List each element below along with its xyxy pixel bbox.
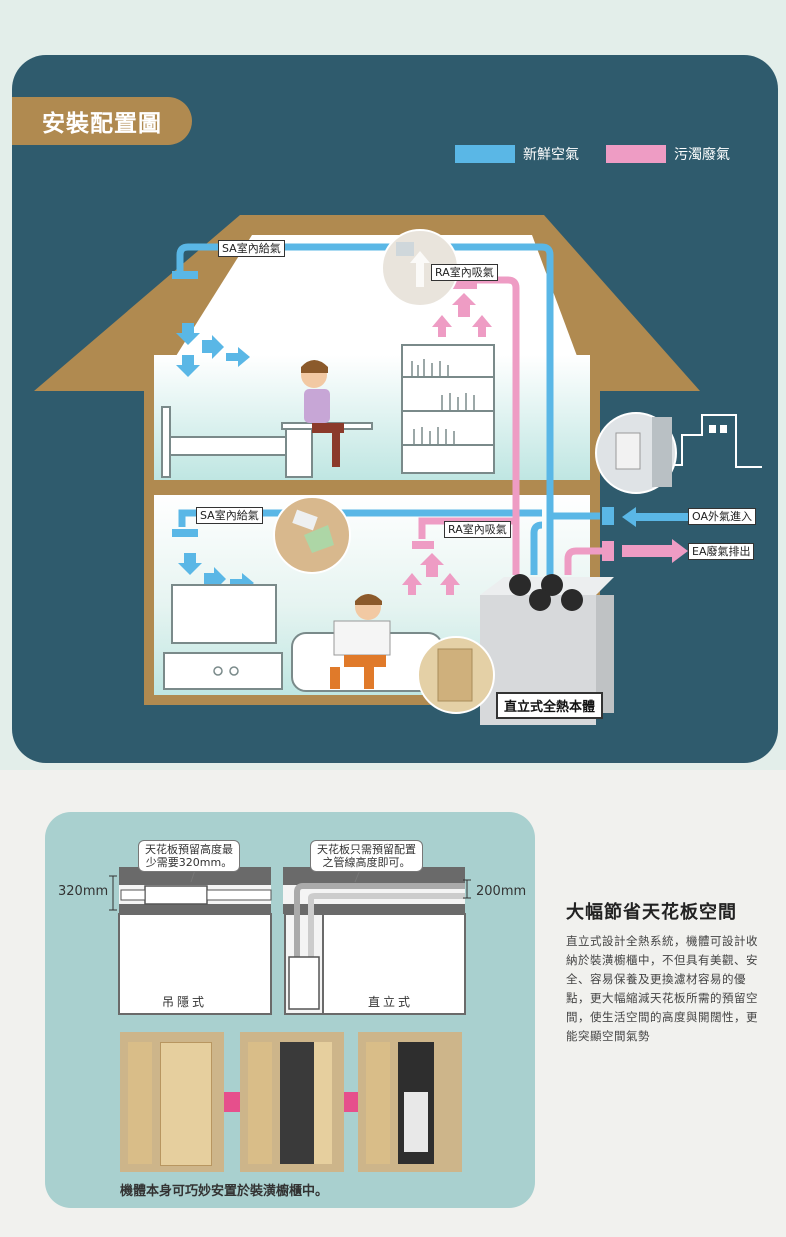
outside-building	[667, 414, 762, 468]
house-diagram	[34, 215, 762, 725]
section-title: 安裝配置圖	[12, 97, 192, 145]
fresh-air-ducts	[176, 243, 600, 575]
cabinet-photo-opening	[240, 1032, 344, 1172]
legend-fresh-label: 新鮮空氣	[523, 147, 579, 163]
sa-lower-label: SA室內給氣	[196, 507, 263, 524]
left-callout-line2: 少需要320mm。	[145, 856, 233, 869]
ra-lower-label: RA室內吸氣	[444, 521, 511, 538]
left-callout: 天花板預留高度最 少需要320mm。	[138, 840, 240, 872]
bed	[161, 406, 291, 478]
oa-arrow	[622, 507, 688, 527]
ea-label: EA廢氣排出	[688, 543, 755, 560]
legend-fresh-air: 新鮮空氣	[455, 144, 579, 164]
ea-arrow	[622, 539, 688, 563]
legend-exhaust-swatch	[606, 145, 666, 163]
upper-supply-arrows	[176, 323, 250, 377]
legend-exhaust-label: 污濁廢氣	[674, 147, 730, 163]
feature-body: 直立式設計全熱系統，機體可設計收納於裝潢櫥櫃中，不但具有美觀、安全、容易保養及更…	[566, 934, 758, 1043]
left-callout-line1: 天花板預留高度最	[145, 843, 233, 856]
right-callout-line2: 之管線高度即可。	[322, 856, 411, 869]
right-dimension: 200mm	[476, 884, 527, 899]
feature-title: 大幅節省天花板空間	[566, 902, 737, 923]
lower-return-arrows	[402, 553, 460, 595]
right-callout: 天花板只需預留配置 之管線高度即可。	[310, 840, 423, 872]
left-dimension: 320mm	[58, 884, 109, 899]
unit-label: 直立式全熱本體	[496, 692, 604, 719]
vertical-type-label: 直立式	[368, 995, 414, 1009]
oa-label: OA外氣進入	[688, 508, 756, 525]
installation-diagram-panel	[12, 55, 778, 763]
concealed-type-label: 吊隱式	[162, 995, 208, 1009]
upper-return-arrows	[432, 293, 492, 337]
sa-upper-label: SA室內給氣	[218, 240, 285, 257]
legend-fresh-swatch	[455, 145, 515, 163]
ra-upper-label: RA室內吸氣	[431, 264, 498, 281]
legend-exhaust: 污濁廢氣	[606, 144, 730, 164]
cabinet-photo-open	[358, 1032, 462, 1172]
bookshelf	[401, 344, 495, 474]
cabinet-photo-closed	[120, 1032, 224, 1172]
cabinet-caption: 機體本身可巧妙安置於裝潢櫥櫃中。	[120, 1184, 329, 1199]
right-callout-line1: 天花板只需預留配置	[317, 843, 416, 856]
